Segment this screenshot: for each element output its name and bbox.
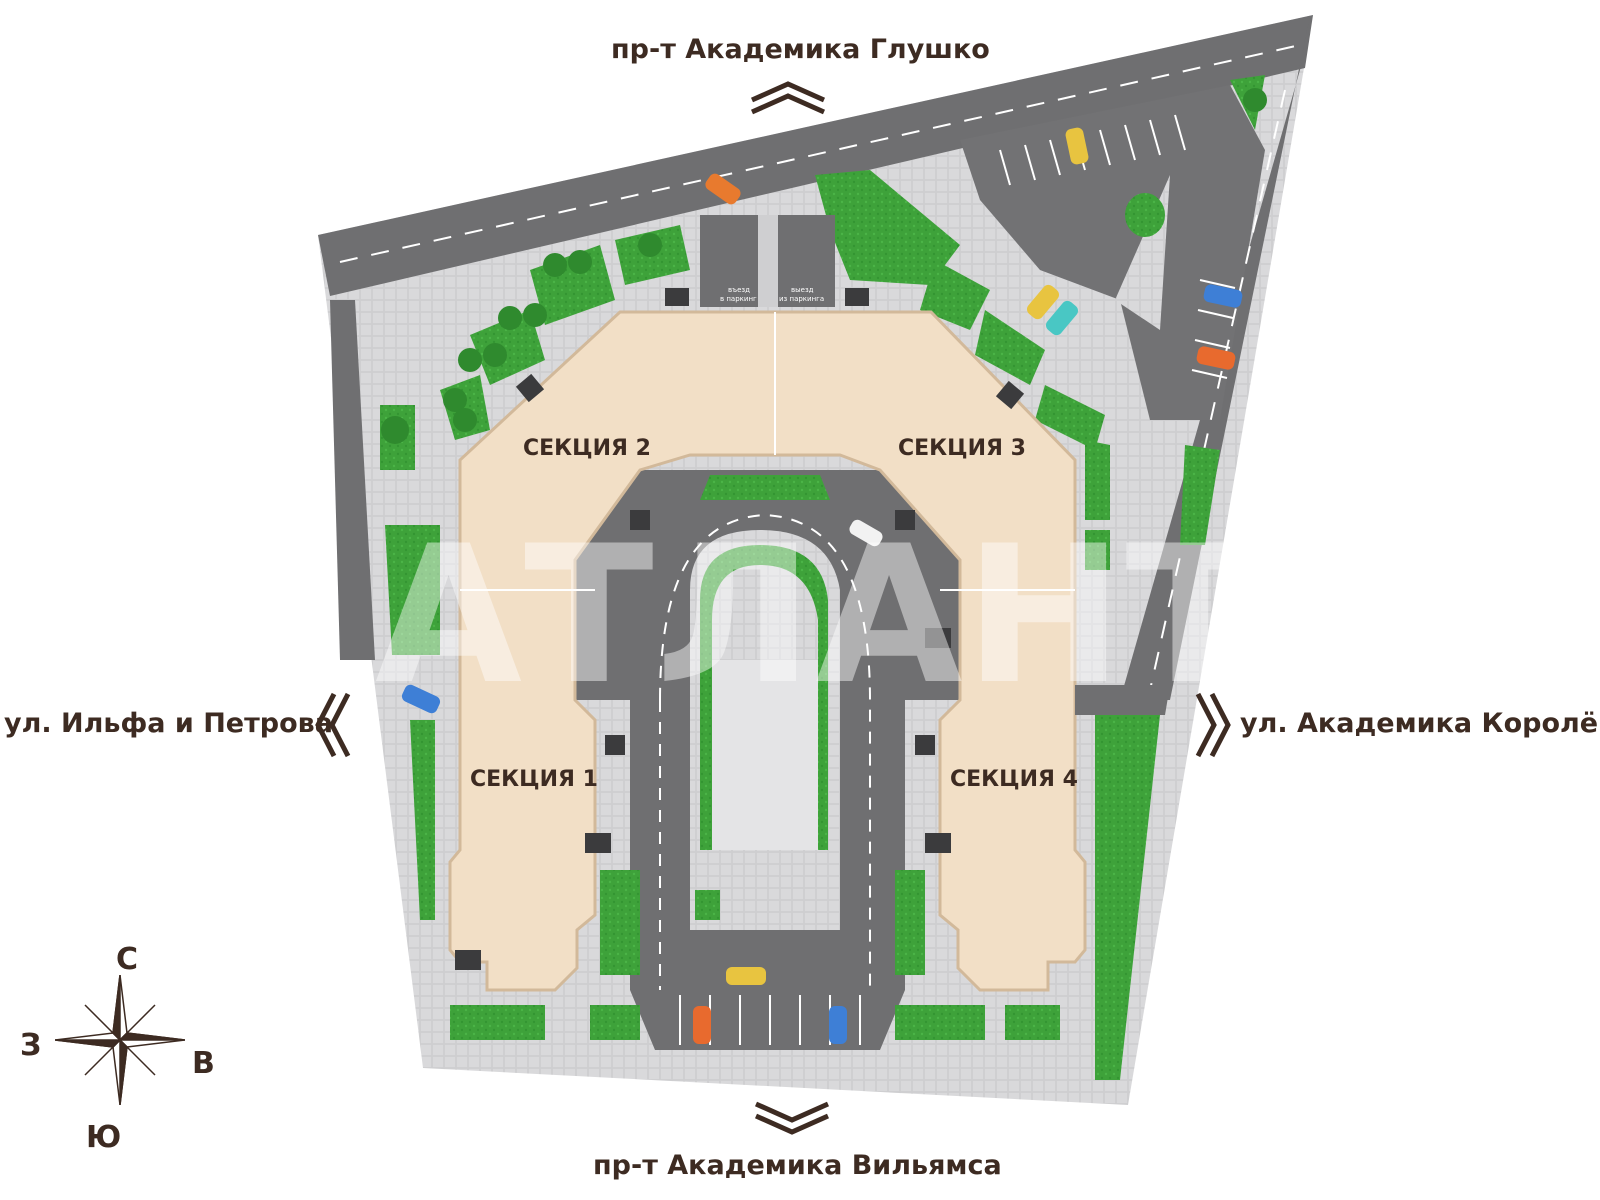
compass-rose-icon xyxy=(55,975,185,1105)
cars xyxy=(401,127,1243,1044)
street-label-north: пр-т Академика Глушко xyxy=(611,34,990,65)
parking-lot-northeast xyxy=(960,85,1265,420)
chevron-left-icon xyxy=(315,692,351,758)
chevron-up-icon xyxy=(750,81,826,115)
svg-text:въезд: въезд xyxy=(728,286,750,294)
section-2-label: СЕКЦИЯ 2 xyxy=(523,436,651,461)
svg-text:в паркинг: в паркинг xyxy=(720,295,757,303)
compass-west-label: З xyxy=(20,1028,42,1063)
svg-text:из паркинга: из паркинга xyxy=(779,295,824,303)
section-3-label: СЕКЦИЯ 3 xyxy=(898,436,1026,461)
section-4-label: СЕКЦИЯ 4 xyxy=(950,767,1078,792)
chevron-down-icon xyxy=(754,1101,830,1135)
watermark-text: АТЛАНТА xyxy=(375,505,1407,726)
street-label-east: ул. Академика Королёва xyxy=(1240,708,1600,739)
chevron-right-icon xyxy=(1195,692,1231,758)
compass-north-label: С xyxy=(116,942,139,977)
courtyard-garden xyxy=(700,545,828,850)
road-west xyxy=(330,300,375,660)
grass-patches xyxy=(380,170,1220,1080)
section-1-label: СЕКЦИЯ 1 xyxy=(470,767,598,792)
svg-text:выезд: выезд xyxy=(791,286,814,294)
compass-east-label: В xyxy=(192,1046,215,1081)
street-label-west: ул. Ильфа и Петрова xyxy=(4,708,333,739)
compass-south-label: Ю xyxy=(86,1120,122,1155)
street-label-south: пр-т Академика Вильямса xyxy=(593,1150,1002,1181)
